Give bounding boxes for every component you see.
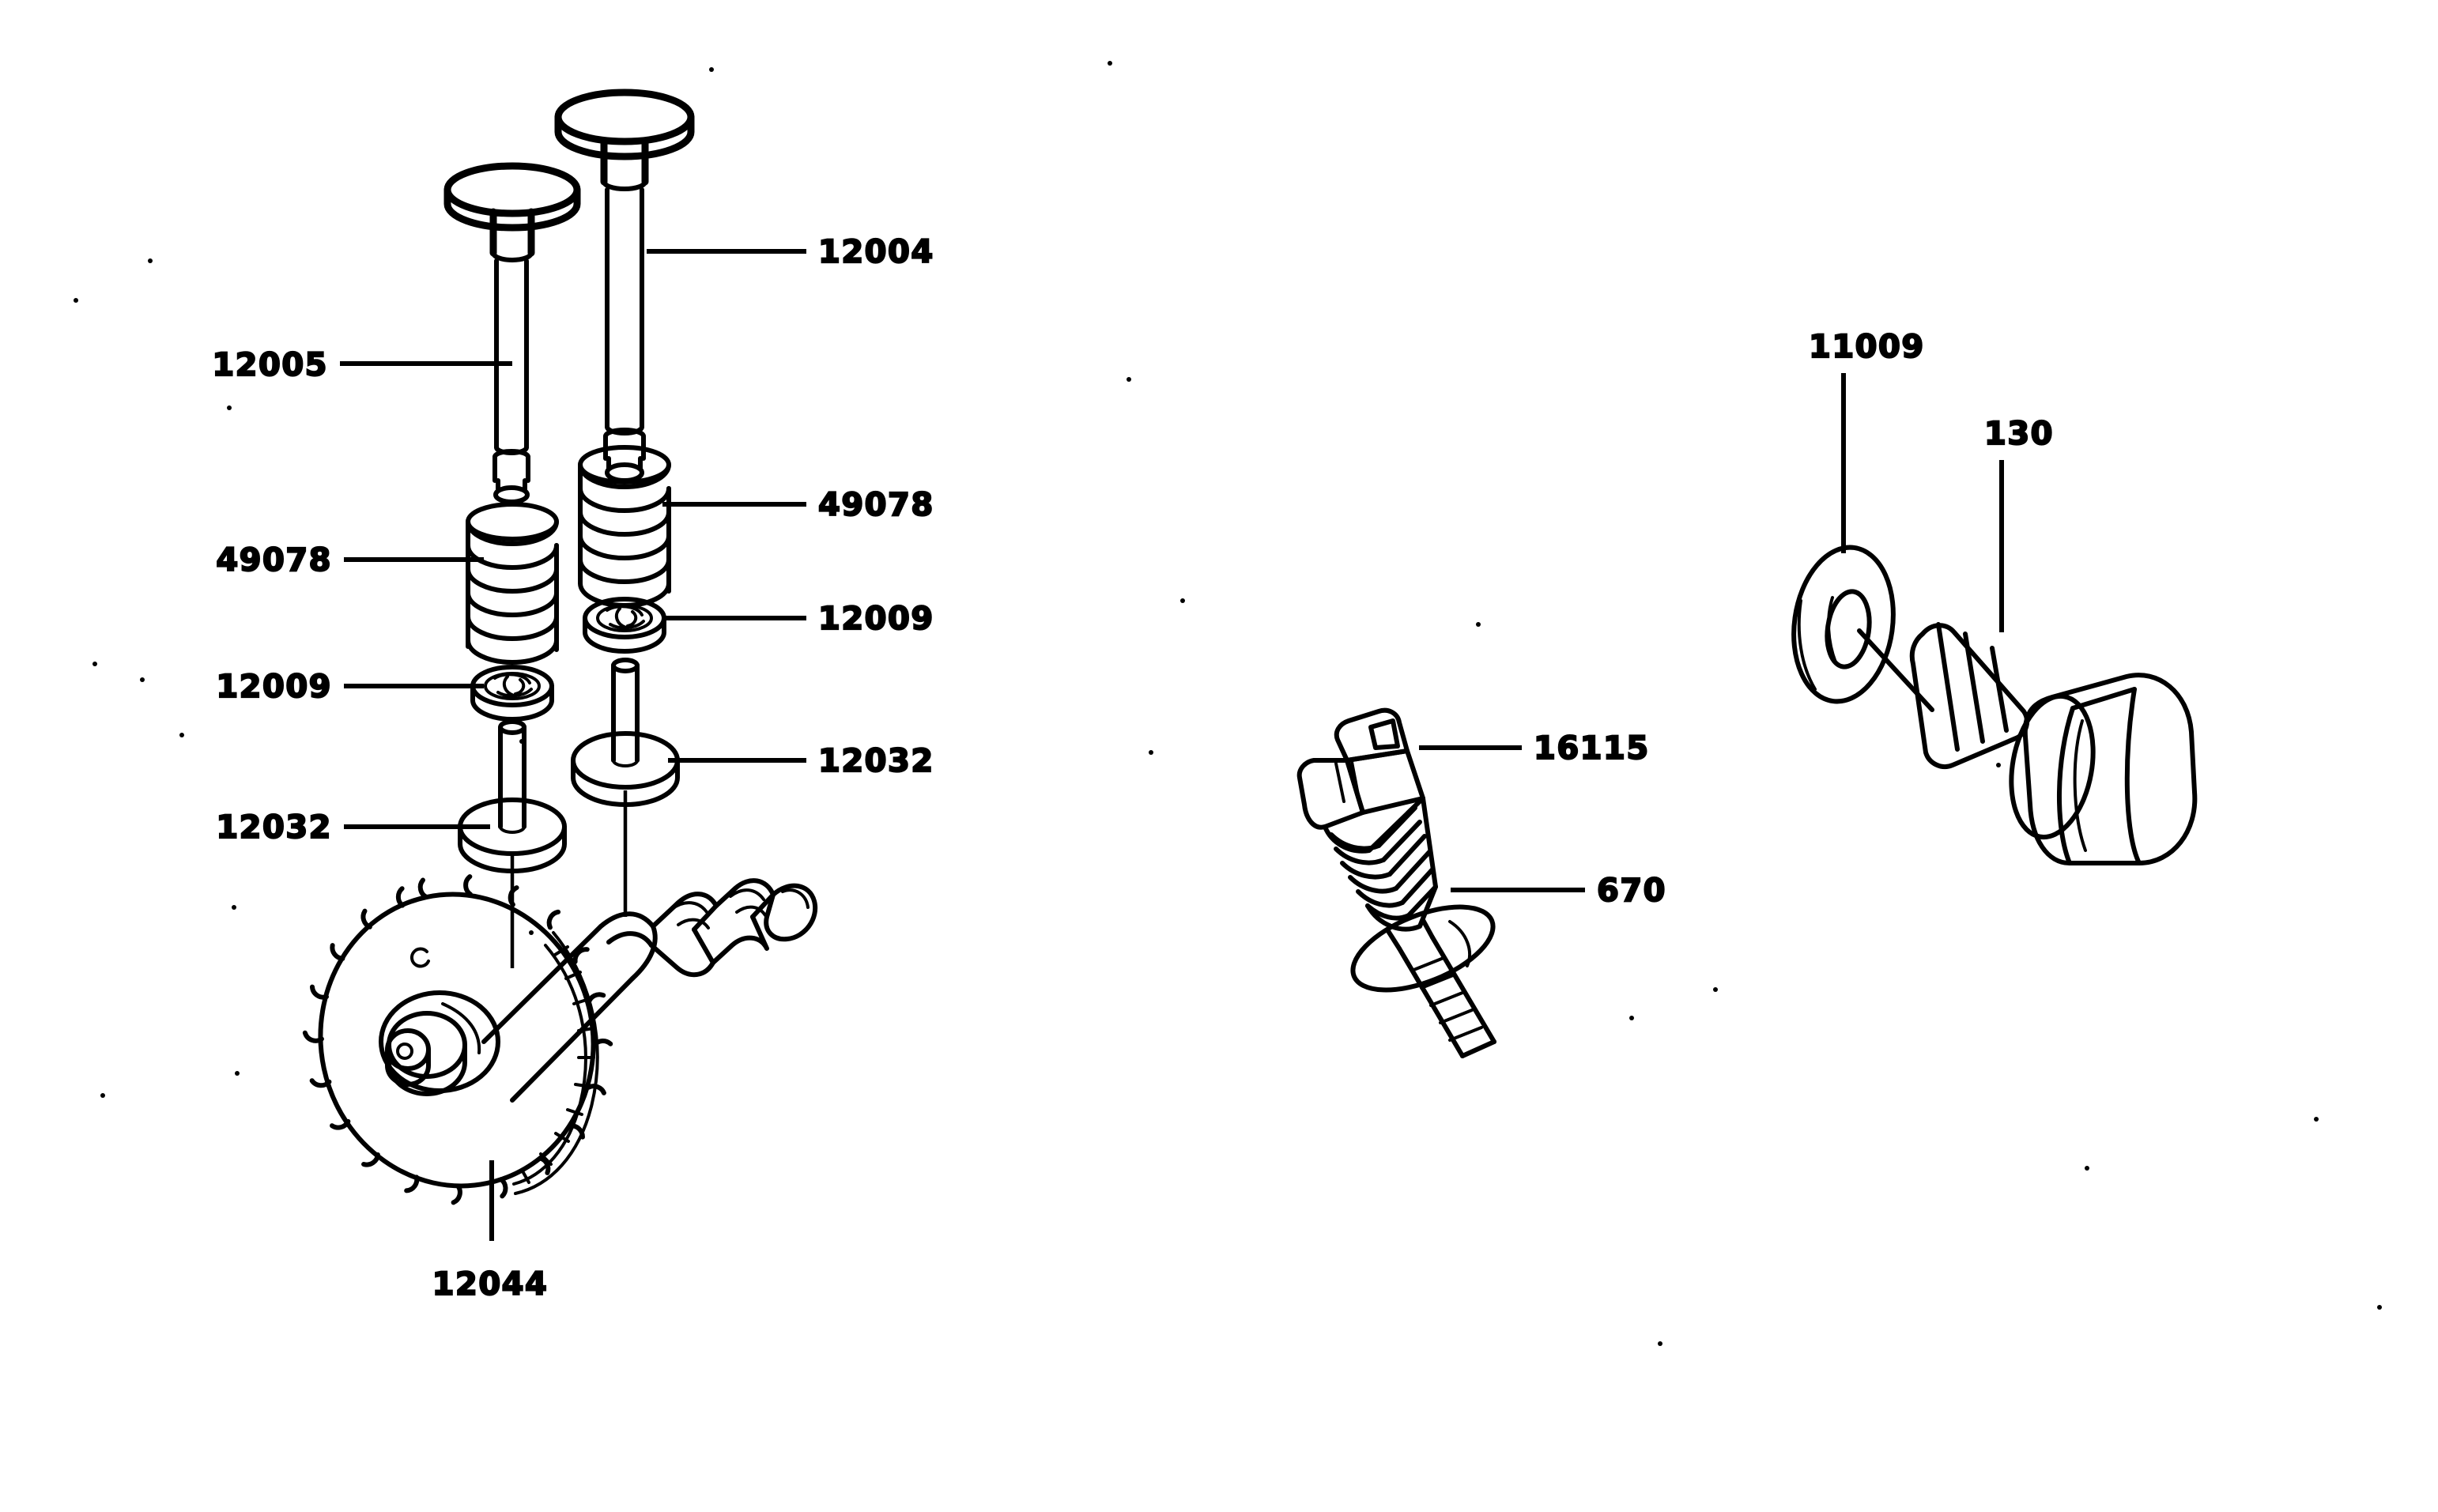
callout-label-12032-right: 12032 (818, 743, 934, 779)
leader-lines (340, 249, 2004, 1241)
scan-specks (74, 61, 2382, 1346)
callout-label-12009-left: 12009 (216, 669, 332, 705)
part-valve-spring-49078-right (578, 445, 671, 608)
callout-label-12044: 12044 (432, 1266, 549, 1303)
part-plain-washer-11009 (1791, 545, 1896, 704)
part-camshaft-sprocket-12044 (302, 874, 818, 1205)
part-intake-valve-12004 (554, 89, 695, 483)
part-spring-retainer-12009-left (470, 665, 554, 722)
part-oil-pressure-switch-16115 (1296, 707, 1438, 951)
scan-speck (2377, 1305, 2382, 1310)
part-exhaust-valve-12005 (443, 162, 581, 504)
part-sealing-washer-670 (1350, 904, 1496, 1058)
assembly-guide-lines (510, 790, 628, 968)
scan-speck (179, 733, 184, 737)
callout-label-49078-left: 49078 (216, 542, 332, 579)
scan-speck (235, 1071, 240, 1076)
scan-speck (709, 67, 714, 72)
callout-label-16115: 16115 (1534, 730, 1650, 767)
callout-label-12009-right: 12009 (818, 601, 934, 637)
callout-label-130: 130 (1984, 416, 2054, 452)
scan-speck (140, 677, 145, 682)
scan-speck (1476, 622, 1481, 627)
callout-labels: 12004 12005 49078 49078 12009 12009 1203… (211, 233, 2054, 1303)
scan-speck (1629, 1016, 1634, 1020)
scan-speck (227, 405, 232, 410)
scan-speck (1658, 1341, 1662, 1346)
scan-speck (2314, 1117, 2319, 1122)
part-valve-lifter-12032-left (458, 719, 567, 873)
part-spring-retainer-12009-right (583, 597, 666, 654)
scan-speck (2085, 1166, 2089, 1171)
scan-speck (1127, 377, 1131, 382)
scan-speck (74, 298, 78, 303)
callout-label-11009: 11009 (1809, 329, 1925, 365)
part-flange-bolt-130 (1857, 622, 2198, 865)
callout-label-12004: 12004 (818, 234, 934, 270)
scan-speck (1108, 61, 1112, 66)
scan-speck (232, 905, 236, 910)
scan-speck (148, 258, 153, 263)
callout-label-49078-right: 49078 (818, 487, 934, 523)
callout-label-12032-left: 12032 (216, 809, 332, 846)
callout-label-670: 670 (1597, 873, 1666, 909)
scan-speck (1149, 750, 1153, 755)
scan-speck (92, 662, 97, 666)
callout-label-12005: 12005 (212, 347, 328, 383)
scan-speck (1996, 763, 2001, 767)
part-valve-spring-49078-left (466, 502, 559, 665)
part-valve-lifter-12032-right (571, 658, 680, 807)
scan-speck (529, 930, 534, 935)
scan-speck (100, 1093, 105, 1098)
scan-speck (1713, 987, 1718, 992)
scan-speck (1180, 598, 1185, 603)
scan-speck (519, 739, 524, 744)
